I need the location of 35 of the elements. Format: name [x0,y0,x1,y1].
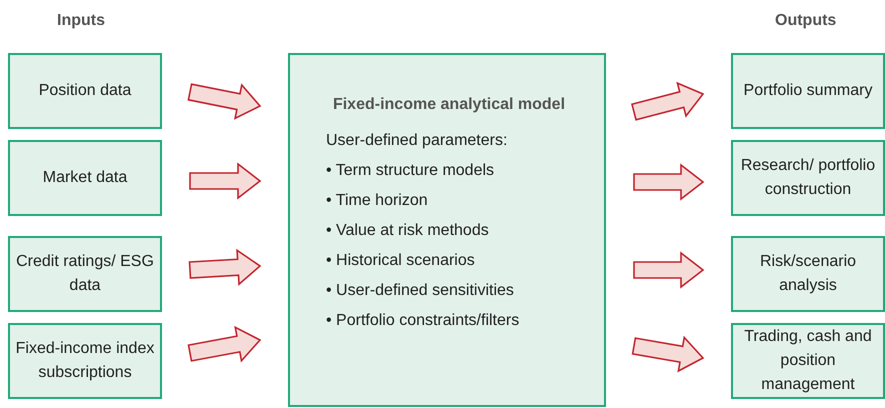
box-label: Credit ratings/ ESG data [15,252,155,296]
block-arrow [188,248,262,286]
process-box [8,53,162,129]
box-label: Risk/scenario analysis [758,252,858,296]
process-box [731,236,885,312]
block-arrow [188,326,262,362]
model-panel [288,53,606,407]
process-box [8,236,162,312]
process-box [8,140,162,216]
block-arrow [631,82,704,121]
list-item: • Portfolio constraints/filters [326,311,520,331]
process-box [731,323,885,399]
list-item: • Historical scenarios [326,251,475,271]
process-box [731,53,885,129]
block-arrow [633,251,704,289]
block-arrow [632,336,704,372]
list-item: • Value at risk methods [326,221,489,241]
block-arrow [187,83,262,120]
list-item: • Term structure models [326,161,494,181]
box-label: Trading, cash and position management [743,327,873,395]
block-arrow [633,163,704,201]
box-label: Portfolio summary [744,81,872,101]
list-item: • User-defined sensitivities [326,281,514,301]
list-item: • Time horizon [326,191,428,211]
box-label: Fixed-income index subscriptions [14,339,156,383]
box-label: Research/ portfolio construction [740,156,876,200]
process-box [731,140,885,216]
panel-title: Fixed-income analytical model [332,95,566,115]
block-arrow [189,162,262,200]
column-heading: Inputs [57,12,105,30]
panel-subtitle: User-defined parameters: [326,131,508,151]
box-label: Position data [38,81,132,101]
process-box [8,323,162,399]
column-heading: Outputs [775,12,836,30]
box-label: Market data [42,168,128,188]
